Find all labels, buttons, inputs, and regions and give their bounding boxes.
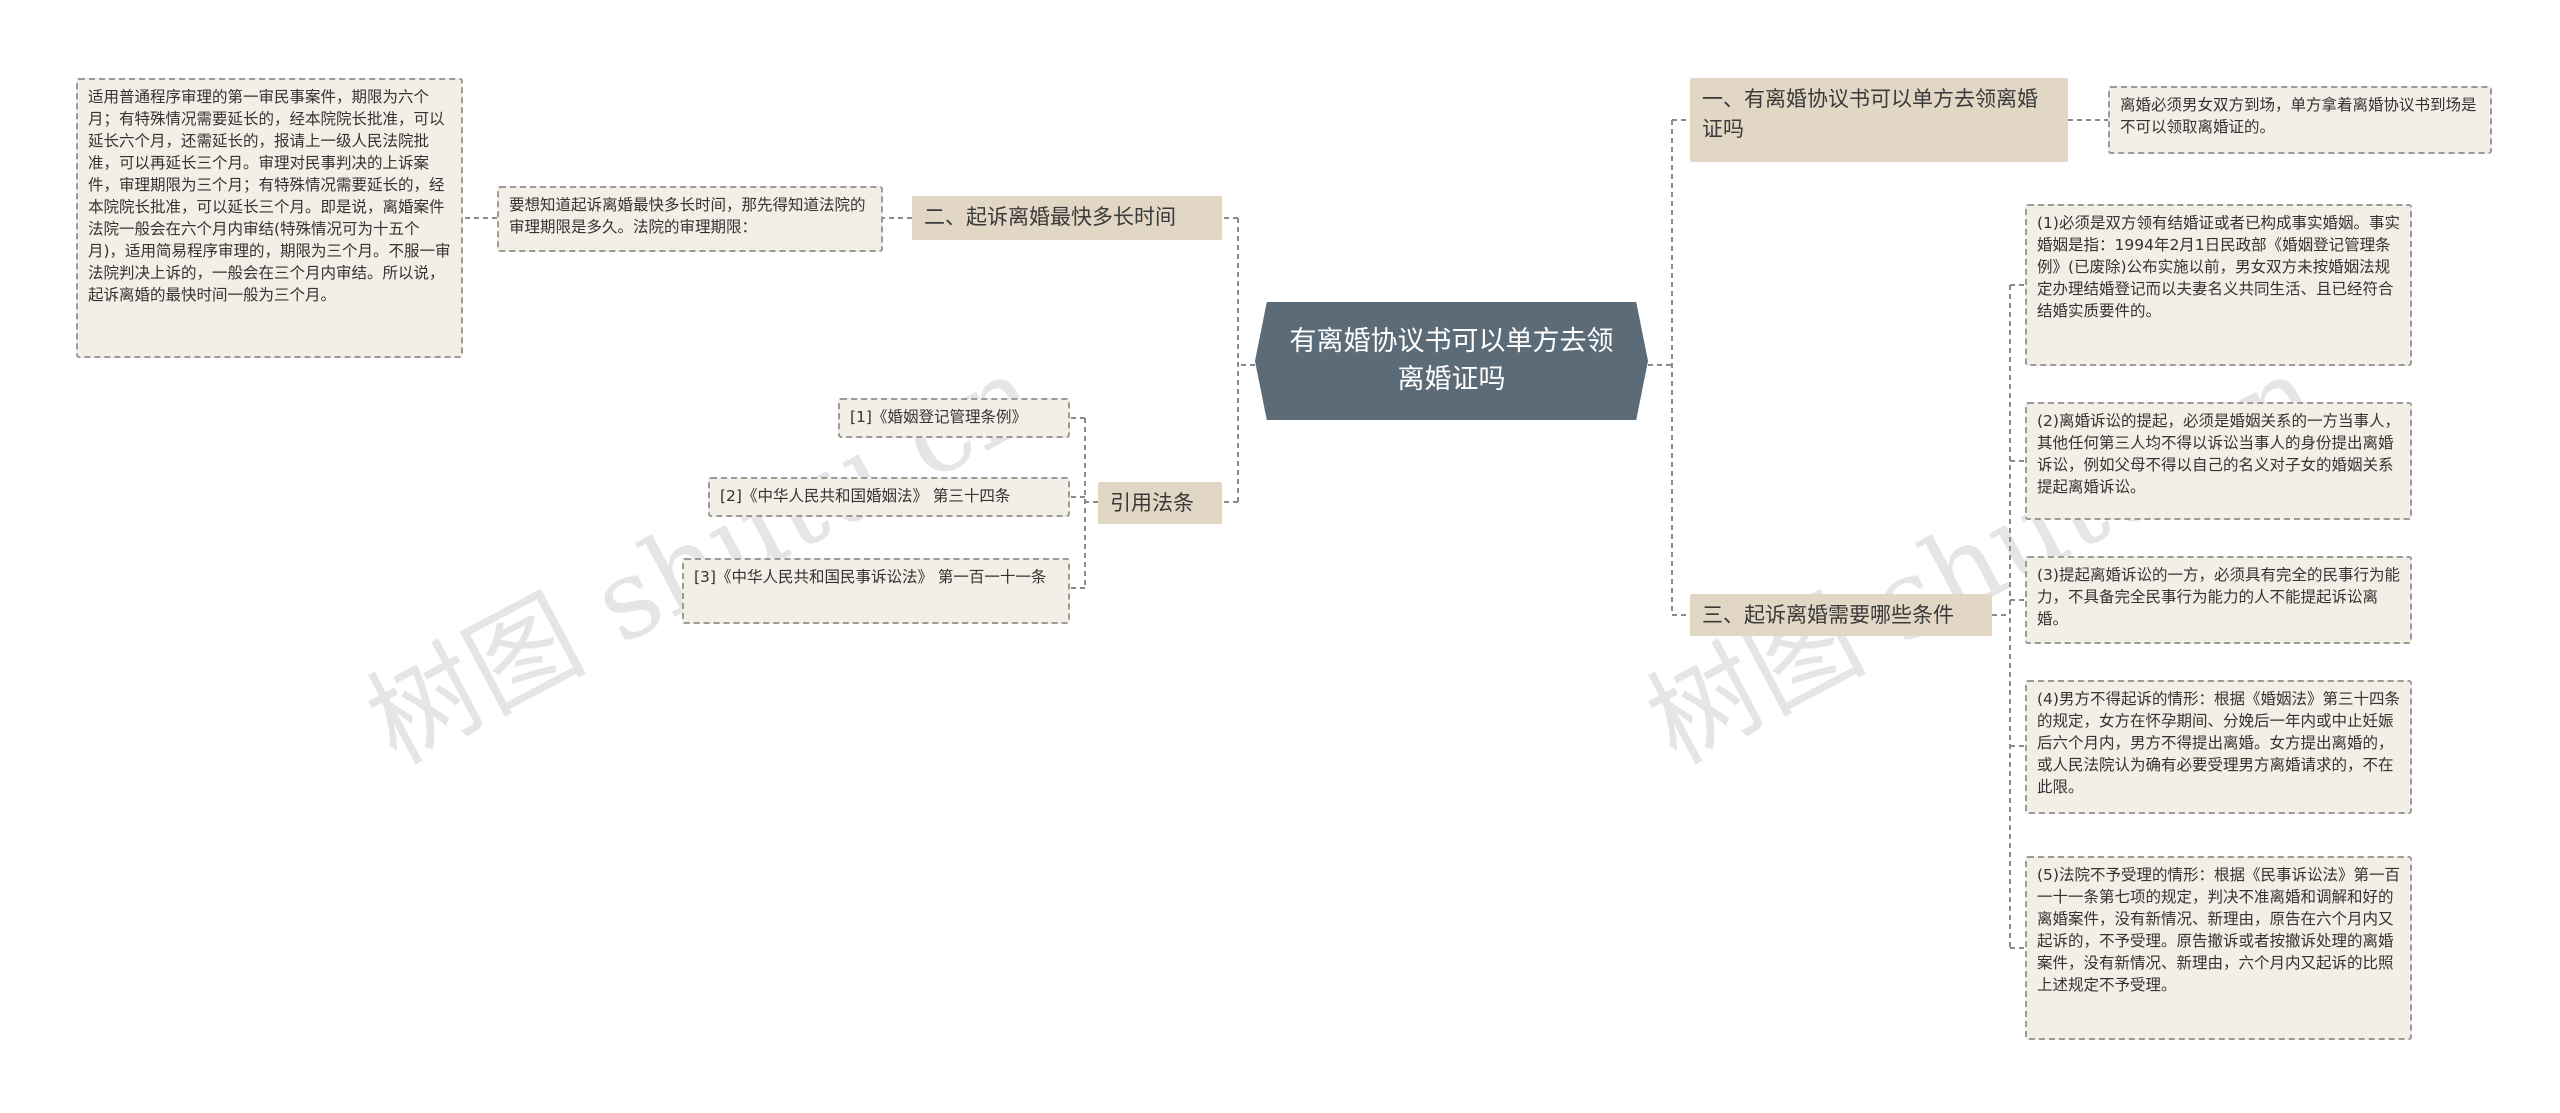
branch-4-item-3[interactable]: [3]《中华人民共和国民事诉讼法》 第一百一十一条 [682, 558, 1070, 624]
branch-3-item-1-text: (1)必须是双方领有结婚证或者已构成事实婚姻。事实婚姻是指：1994年2月1日民… [2037, 214, 2400, 320]
branch-3-item-2[interactable]: (2)离婚诉讼的提起，必须是婚姻关系的一方当事人，其他任何第三人均不得以诉讼当事… [2025, 402, 2412, 520]
root-title: 有离婚协议书可以单方去领离婚证吗 [1289, 326, 1614, 395]
branch-4-item-1[interactable]: [1]《婚姻登记管理条例》 [838, 398, 1070, 438]
branch-4-item-3-text: [3]《中华人民共和国民事诉讼法》 第一百一十一条 [694, 568, 1047, 586]
branch-3-item-3[interactable]: (3)提起离婚诉讼的一方，必须具有完全的民事行为能力，不具备完全民事行为能力的人… [2025, 556, 2412, 644]
branch-3-item-5[interactable]: (5)法院不予受理的情形：根据《民事诉讼法》第一百一十一条第七项的规定，判决不准… [2025, 856, 2412, 1040]
branch-3-item-1[interactable]: (1)必须是双方领有结婚证或者已构成事实婚姻。事实婚姻是指：1994年2月1日民… [2025, 204, 2412, 366]
branch-3[interactable]: 三、起诉离婚需要哪些条件 [1690, 594, 1992, 636]
branch-3-item-4[interactable]: (4)男方不得起诉的情形：根据《婚姻法》第三十四条的规定，女方在怀孕期间、分娩后… [2025, 680, 2412, 814]
link-b4-trunk [1084, 418, 1098, 588]
branch-4[interactable]: 引用法条 [1098, 482, 1222, 524]
link-b3-trunk [1992, 285, 2011, 948]
branch-1-leaf-text: 离婚必须男女双方到场，单方拿着离婚协议书到场是不可以领取离婚证的。 [2120, 96, 2477, 136]
branch-1-leaf[interactable]: 离婚必须男女双方到场，单方拿着离婚协议书到场是不可以领取离婚证的。 [2108, 86, 2492, 154]
branch-3-item-4-text: (4)男方不得起诉的情形：根据《婚姻法》第三十四条的规定，女方在怀孕期间、分娩后… [2037, 690, 2400, 796]
branch-3-item-2-text: (2)离婚诉讼的提起，必须是婚姻关系的一方当事人，其他任何第三人均不得以诉讼当事… [2037, 412, 2400, 496]
branch-3-label: 三、起诉离婚需要哪些条件 [1702, 603, 1954, 627]
branch-3-item-5-text: (5)法院不予受理的情形：根据《民事诉讼法》第一百一十一条第七项的规定，判决不准… [2037, 866, 2400, 994]
branch-4-item-2-text: [2]《中华人民共和国婚姻法》 第三十四条 [720, 487, 1011, 505]
branch-4-item-2[interactable]: [2]《中华人民共和国婚姻法》 第三十四条 [708, 477, 1070, 517]
branch-4-item-1-text: [1]《婚姻登记管理条例》 [850, 408, 1027, 426]
branch-1-label: 一、有离婚协议书可以单方去领离婚证吗 [1702, 87, 2038, 141]
branch-2-detail[interactable]: 适用普通程序审理的第一审民事案件，期限为六个月；有特殊情况需要延长的，经本院院长… [76, 78, 463, 358]
branch-2-detail-text: 适用普通程序审理的第一审民事案件，期限为六个月；有特殊情况需要延长的，经本院院长… [88, 88, 451, 304]
branch-4-label: 引用法条 [1110, 491, 1194, 515]
branch-2[interactable]: 二、起诉离婚最快多长时间 [912, 196, 1222, 240]
branch-2-label: 二、起诉离婚最快多长时间 [924, 205, 1176, 229]
root-topic[interactable]: 有离婚协议书可以单方去领离婚证吗 [1255, 302, 1648, 420]
branch-1[interactable]: 一、有离婚协议书可以单方去领离婚证吗 [1690, 78, 2068, 162]
branch-2-intro-text: 要想知道起诉离婚最快多长时间，那先得知道法院的审理期限是多久。法院的审理期限： [509, 196, 866, 236]
branch-2-intro[interactable]: 要想知道起诉离婚最快多长时间，那先得知道法院的审理期限是多久。法院的审理期限： [497, 186, 883, 252]
branch-3-item-3-text: (3)提起离婚诉讼的一方，必须具有完全的民事行为能力，不具备完全民事行为能力的人… [2037, 566, 2400, 628]
